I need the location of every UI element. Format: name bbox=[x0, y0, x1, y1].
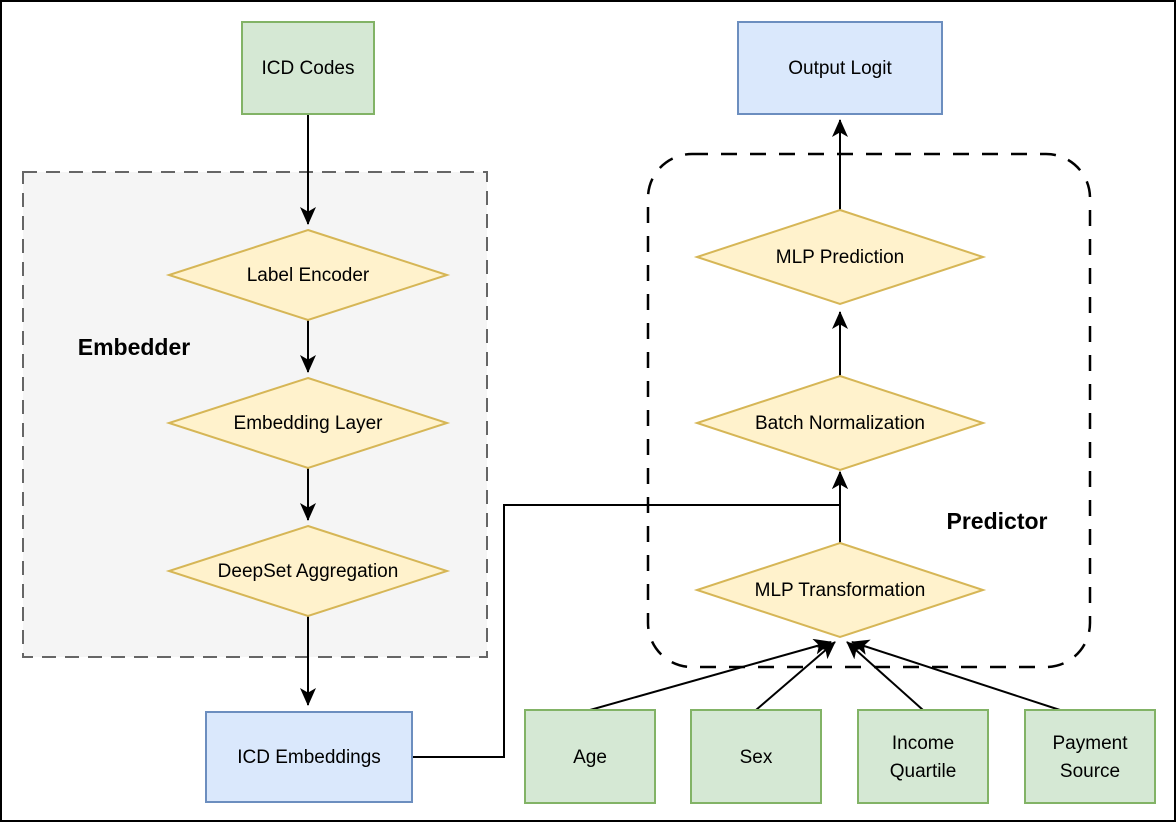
output-logit-shape[interactable] bbox=[737, 21, 943, 115]
node-income-quartile[interactable]: Income Quartile bbox=[857, 709, 989, 804]
mlp-prediction-label: MLP Prediction bbox=[776, 247, 905, 268]
embedder-group-label: Embedder bbox=[78, 334, 191, 360]
embedding-layer-shape[interactable] bbox=[165, 376, 451, 470]
node-embedding-layer[interactable]: Embedding Layer bbox=[165, 376, 451, 470]
sex-shape[interactable] bbox=[690, 709, 822, 804]
edge-payment-source-to-mlp-transformation bbox=[851, 639, 1061, 711]
icd-codes-shape[interactable] bbox=[241, 21, 375, 115]
sex-label: Sex bbox=[740, 747, 773, 768]
node-payment-source[interactable]: Payment Source bbox=[1024, 709, 1156, 804]
label-encoder-shape[interactable] bbox=[165, 228, 451, 322]
payment-source-shape[interactable] bbox=[1024, 709, 1156, 804]
predictor-group-label: Predictor bbox=[947, 508, 1048, 534]
deepset-aggregation-shape[interactable] bbox=[165, 524, 451, 618]
batch-normalization-label: Batch Normalization bbox=[755, 413, 925, 434]
edge-age-to-mlp-transformation bbox=[589, 638, 832, 711]
payment-source-label-line2: Source bbox=[1060, 761, 1120, 782]
node-deepset-aggregation[interactable]: DeepSet Aggregation bbox=[165, 524, 451, 618]
predictor-group-boundary bbox=[646, 152, 1092, 669]
node-mlp-prediction[interactable]: MLP Prediction bbox=[693, 208, 987, 306]
payment-source-label-line1: Payment bbox=[1053, 733, 1129, 754]
income-quartile-label-line2: Quartile bbox=[890, 761, 957, 782]
group-predictor: Predictor bbox=[646, 152, 1092, 669]
batch-normalization-shape[interactable] bbox=[693, 374, 987, 472]
icd-embeddings-shape[interactable] bbox=[205, 711, 413, 803]
icd-codes-label: ICD Codes bbox=[262, 58, 355, 79]
node-age[interactable]: Age bbox=[524, 709, 656, 804]
node-mlp-transformation[interactable]: MLP Transformation bbox=[693, 541, 987, 639]
label-encoder-label: Label Encoder bbox=[247, 265, 370, 286]
mlp-prediction-shape[interactable] bbox=[693, 208, 987, 306]
node-output-logit[interactable]: Output Logit bbox=[737, 21, 943, 115]
embedding-layer-label: Embedding Layer bbox=[234, 413, 384, 434]
output-logit-label: Output Logit bbox=[788, 58, 892, 79]
income-quartile-label-line1: Income bbox=[892, 733, 954, 754]
node-batch-normalization[interactable]: Batch Normalization bbox=[693, 374, 987, 472]
income-quartile-shape[interactable] bbox=[857, 709, 989, 804]
mlp-transformation-shape[interactable] bbox=[693, 541, 987, 639]
node-sex[interactable]: Sex bbox=[690, 709, 822, 804]
node-label-encoder[interactable]: Label Encoder bbox=[165, 228, 451, 322]
mlp-transformation-label: MLP Transformation bbox=[755, 580, 926, 601]
edge-sex-to-mlp-transformation bbox=[755, 641, 836, 711]
icd-embeddings-label: ICD Embeddings bbox=[237, 747, 381, 768]
deepset-aggregation-label: DeepSet Aggregation bbox=[218, 561, 399, 582]
node-icd-codes[interactable]: ICD Codes bbox=[241, 21, 375, 115]
node-icd-embeddings[interactable]: ICD Embeddings bbox=[205, 711, 413, 803]
age-shape[interactable] bbox=[524, 709, 656, 804]
age-label: Age bbox=[573, 747, 607, 768]
edges-layer bbox=[300, 114, 1061, 758]
